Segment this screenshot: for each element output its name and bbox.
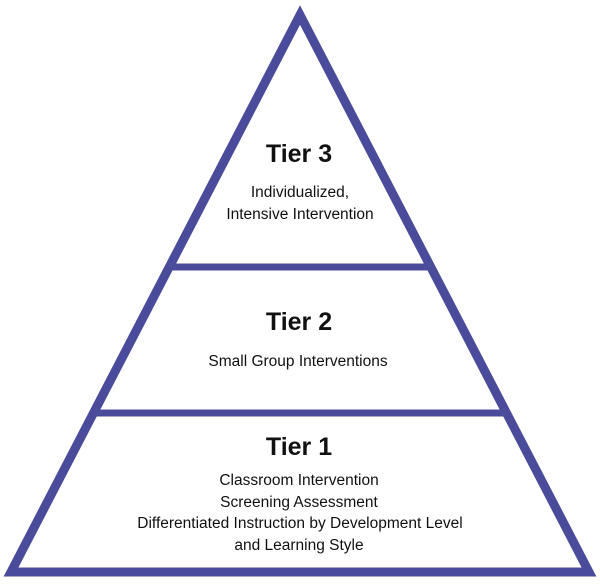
tier-1-line-4: and Learning Style bbox=[234, 537, 363, 554]
tier-1-line-2: Screening Assessment bbox=[220, 494, 378, 511]
tier-3-line-1: Individualized, bbox=[251, 184, 349, 201]
tier-2-title: Tier 2 bbox=[266, 308, 332, 336]
tier-3-section: Tier 3 Individualized, Intensive Interve… bbox=[226, 140, 373, 223]
tier-1-section: Tier 1 Classroom Intervention Screening … bbox=[137, 433, 462, 554]
pyramid-outline bbox=[3, 5, 597, 577]
tier-3-line-2: Intensive Intervention bbox=[226, 206, 373, 223]
tier-2-section: Tier 2 Small Group Interventions bbox=[208, 308, 387, 370]
tier-1-title: Tier 1 bbox=[266, 433, 332, 461]
tier-3-title: Tier 3 bbox=[266, 140, 332, 168]
tier-2-line-1: Small Group Interventions bbox=[208, 353, 387, 370]
tier-1-line-3: Differentiated Instruction by Developmen… bbox=[137, 515, 462, 532]
tier-1-line-1: Classroom Intervention bbox=[219, 472, 378, 489]
